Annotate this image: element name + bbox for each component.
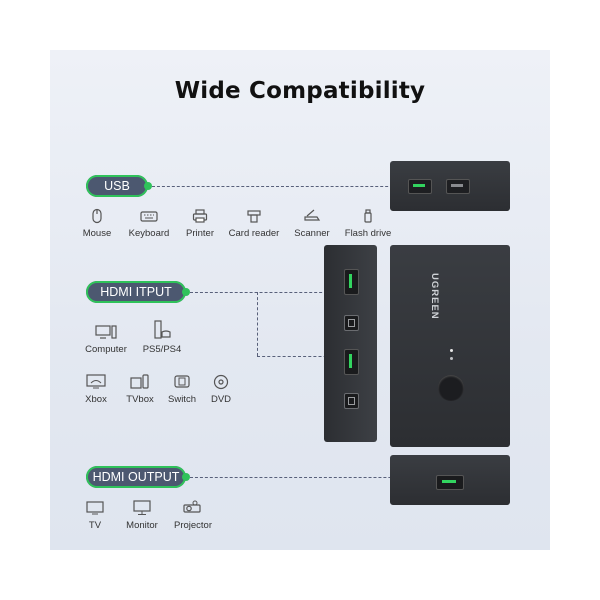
usb-pill-dot [144, 182, 152, 190]
device-label: Flash drive [344, 228, 392, 239]
device-label: DVD [210, 394, 232, 405]
hdmi-output-pill-dot [182, 473, 190, 481]
device-mouse: Mouse [76, 208, 118, 239]
usb-b-port-2 [344, 393, 359, 409]
device-label: Card reader [228, 228, 280, 239]
mouse-icon [92, 208, 102, 224]
switch-usb-side [390, 161, 510, 211]
usb-port-1 [408, 179, 432, 194]
brand-logo: UGREEN [429, 273, 440, 320]
device-card-reader: Card reader [224, 208, 284, 239]
device-printer: Printer [180, 208, 220, 239]
device-label: TVbox [126, 394, 154, 405]
hdmi-output-port [436, 475, 464, 490]
device-label: Computer [85, 344, 127, 355]
scanner-icon [304, 209, 321, 221]
card-reader-icon [247, 210, 261, 223]
device-dvd: DVD [206, 374, 236, 405]
device-keyboard: Keyboard [123, 208, 175, 239]
hdmi-output-connector-line [190, 477, 436, 478]
keyboard-icon [140, 211, 158, 222]
hdmi-input-pill: HDMI ITPUT [86, 281, 190, 303]
usb-b-port-1 [344, 315, 359, 331]
hdmi-input-branch-line [257, 356, 342, 357]
xbox-icon [86, 374, 106, 389]
led-1 [450, 349, 453, 352]
device-xbox: Xbox [80, 374, 112, 405]
device-tvbox: TVbox [122, 374, 158, 405]
device-computer: Computer [80, 324, 132, 355]
usb-label: USB [104, 179, 130, 193]
device-projector: Projector [170, 500, 216, 531]
console-icon [154, 320, 171, 339]
hdmi-output-pill: HDMI OUTPUT [86, 466, 190, 488]
switch-front: UGREEN [390, 245, 510, 447]
device-label: Monitor [126, 520, 158, 531]
hdmi-input-port-2 [344, 349, 359, 375]
switch-button[interactable] [438, 375, 464, 401]
device-flash-drive: Flash drive [341, 208, 395, 239]
usb-connector-line [152, 186, 408, 187]
device-label: Scanner [294, 228, 330, 239]
switch-output-side [390, 455, 510, 505]
device-monitor: Monitor [122, 500, 162, 531]
computer-icon [95, 325, 117, 339]
hdmi-input-label: HDMI ITPUT [100, 285, 172, 299]
device-switch: Switch [164, 374, 200, 405]
tv-icon [86, 501, 104, 515]
usb-port-2 [446, 179, 470, 194]
device-label: PS5/PS4 [142, 344, 182, 355]
printer-icon [192, 209, 208, 223]
product-panel: Wide Compatibility USB Mouse Keyboard Pr… [50, 50, 550, 550]
device-label: Projector [173, 520, 212, 531]
device-label: Xbox [85, 394, 107, 405]
device-console: PS5/PS4 [138, 320, 186, 355]
hdmi-input-port-1 [344, 269, 359, 295]
projector-icon [183, 500, 201, 513]
monitor-icon [133, 500, 151, 515]
led-2 [450, 357, 453, 360]
flash-drive-icon [364, 209, 372, 223]
device-label: TV [88, 520, 102, 531]
switch-icon [174, 375, 190, 388]
hdmi-input-branch-vertical [257, 292, 258, 356]
tvbox-icon [130, 374, 149, 389]
dvd-icon [213, 374, 229, 390]
usb-pill: USB [86, 175, 152, 197]
hdmi-input-pill-dot [182, 288, 190, 296]
device-label: Mouse [82, 228, 112, 239]
device-scanner: Scanner [290, 208, 334, 239]
device-label: Printer [186, 228, 214, 239]
device-label: Switch [168, 394, 196, 405]
hdmi-input-connector-line [190, 292, 342, 293]
device-label: Keyboard [128, 228, 170, 239]
hdmi-output-label: HDMI OUTPUT [92, 470, 180, 484]
page-title: Wide Compatibility [174, 78, 426, 104]
device-tv: TV [84, 500, 106, 531]
switch-input-side [324, 245, 377, 442]
